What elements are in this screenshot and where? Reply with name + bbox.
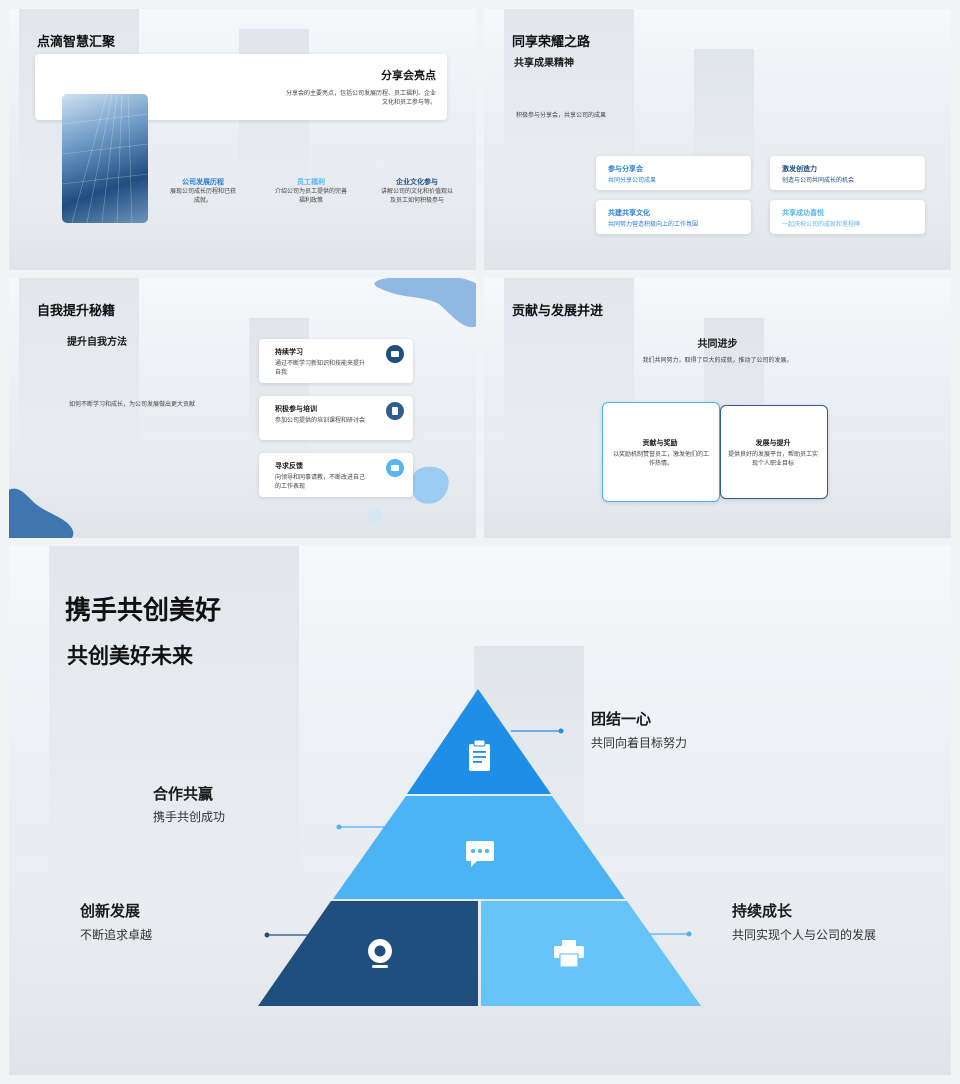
slide-subtitle: 共创美好未来 [67, 644, 193, 668]
method-card-text: 通过不断学习新知识和技能来提升自我 [275, 360, 366, 376]
item-title: 公司发展历程 [182, 178, 224, 186]
decor-blob-bottom [9, 488, 74, 538]
document-icon [386, 402, 404, 420]
card-title: 分享会亮点 [381, 69, 436, 82]
background-building [19, 278, 139, 448]
slide-description: 如何不断学习和成长，为公司发展做出更大贡献 [69, 401, 196, 408]
share-card-text: 创造与公司共同成长的机会 [782, 177, 855, 184]
method-card-title: 持续学习 [275, 348, 303, 356]
pyramid-label-title: 创新发展 [80, 902, 141, 920]
clipboard-icon [469, 739, 490, 771]
item-text: 展现公司成长历程和已获成就。 [169, 188, 236, 204]
slide-title: 点滴智慧汇聚 [37, 35, 116, 50]
building-photo [62, 94, 148, 223]
share-card-text: 共同努力营造积极向上的工作氛围 [608, 221, 699, 228]
method-card-text: 参加公司提供的培训课程和研讨会 [275, 417, 366, 424]
mail-icon [386, 459, 404, 477]
slide-1: 点滴智慧汇聚 分享会亮点 分享会的主要亮点，包括公司发展历程、员工福利、企业文化… [9, 9, 476, 270]
share-card-title: 共建共享文化 [608, 209, 650, 217]
share-card-title: 激发创造力 [782, 165, 817, 173]
card-text: 分享会的主要亮点，包括公司发展历程、员工福利、企业文化和员工参与等。 [285, 90, 436, 106]
connector-dot [686, 931, 692, 937]
slide-subtitle: 共同进步 [697, 339, 738, 350]
decor-blob-small [411, 466, 449, 504]
background-building [504, 9, 634, 179]
share-card-text: 一起庆祝公司的成就和里程碑 [782, 221, 861, 228]
decor-dot [367, 508, 383, 524]
share-card [770, 200, 925, 234]
pyramid-label-text: 共同向着目标努力 [591, 736, 688, 750]
slide-description: 积极参与分享会，共享公司的成果 [516, 112, 607, 119]
background-building [49, 546, 299, 876]
method-card [259, 339, 413, 383]
chat-icon [466, 841, 494, 867]
building-photo-grid [62, 94, 148, 223]
progress-card [602, 402, 720, 502]
method-card [259, 453, 413, 497]
slide-4: 贡献与发展并进 共同进步 我们共同努力，取得了巨大的成就，推动了公司的发展。 贡… [484, 278, 951, 538]
connector-dot [558, 728, 564, 734]
slide-3: 自我提升秘籍 提升自我方法 如何不断学习和成长，为公司发展做出更大贡献 持续学习… [9, 278, 476, 538]
method-card [259, 396, 413, 440]
connector-dot [264, 932, 270, 938]
item-title: 企业文化参与 [396, 178, 438, 186]
connector-dot [336, 824, 342, 830]
slide-5: 携手共创美好 共创美好未来 [9, 546, 951, 1075]
share-card-text: 共同分享公司成果 [608, 177, 657, 184]
pyramid-label-title: 团结一心 [591, 710, 652, 728]
progress-card [720, 405, 828, 499]
progress-card-title: 发展与提升 [755, 439, 791, 447]
share-card-title: 共享成功喜悦 [782, 209, 824, 217]
pyramid-label-title: 持续成长 [732, 902, 793, 920]
pyramid-bottom-right [481, 901, 701, 1006]
method-card-text: 向领导和同事请教，不断改进自己的工作表现 [275, 474, 366, 490]
method-card-title: 积极参与培训 [275, 405, 317, 413]
decor-blob-top [374, 278, 476, 328]
slide-subtitle: 提升自我方法 [67, 337, 127, 348]
share-card [770, 156, 925, 190]
slide-title: 携手共创美好 [65, 596, 222, 626]
share-card [596, 200, 751, 234]
item-text: 讲解公司的文化和价值观以及员工如何积极参与 [381, 188, 454, 204]
share-card [596, 156, 751, 190]
progress-card-text: 以奖励机制赞誉员工，激发他们的工作热情。 [612, 451, 709, 467]
slide-description: 我们共同努力，取得了巨大的成就，推动了公司的发展。 [642, 357, 793, 364]
progress-card-title: 贡献与奖励 [642, 439, 678, 447]
slide-title: 同享荣耀之路 [512, 35, 591, 50]
share-card-title: 参与分享会 [608, 165, 643, 173]
book-icon [386, 345, 404, 363]
pyramid-label-text: 携手共创成功 [153, 810, 226, 824]
slide-2: 同享荣耀之路 共享成果精神 积极参与分享会，共享公司的成果 参与分享会 共同分享… [484, 9, 951, 270]
pyramid-diagram [258, 689, 701, 1006]
item-text: 介绍公司为员工提供的完善福利政策 [275, 188, 348, 204]
item-title: 员工福利 [297, 178, 325, 186]
progress-card-text: 提供良好的发展平台，帮助员工实现个人职业目标 [727, 451, 818, 467]
pyramid-label-title: 合作共赢 [153, 785, 214, 803]
pyramid-bottom-left [258, 901, 478, 1006]
pyramid-label-text: 共同实现个人与公司的发展 [732, 928, 877, 942]
printer-icon [554, 940, 584, 968]
slide-title: 自我提升秘籍 [37, 304, 116, 319]
pyramid-label-text: 不断追求卓越 [80, 928, 153, 942]
webcam-icon [368, 939, 392, 968]
method-card-title: 寻求反馈 [275, 462, 303, 470]
slide-title: 贡献与发展并进 [512, 304, 604, 319]
slide-subtitle: 共享成果精神 [514, 58, 574, 69]
